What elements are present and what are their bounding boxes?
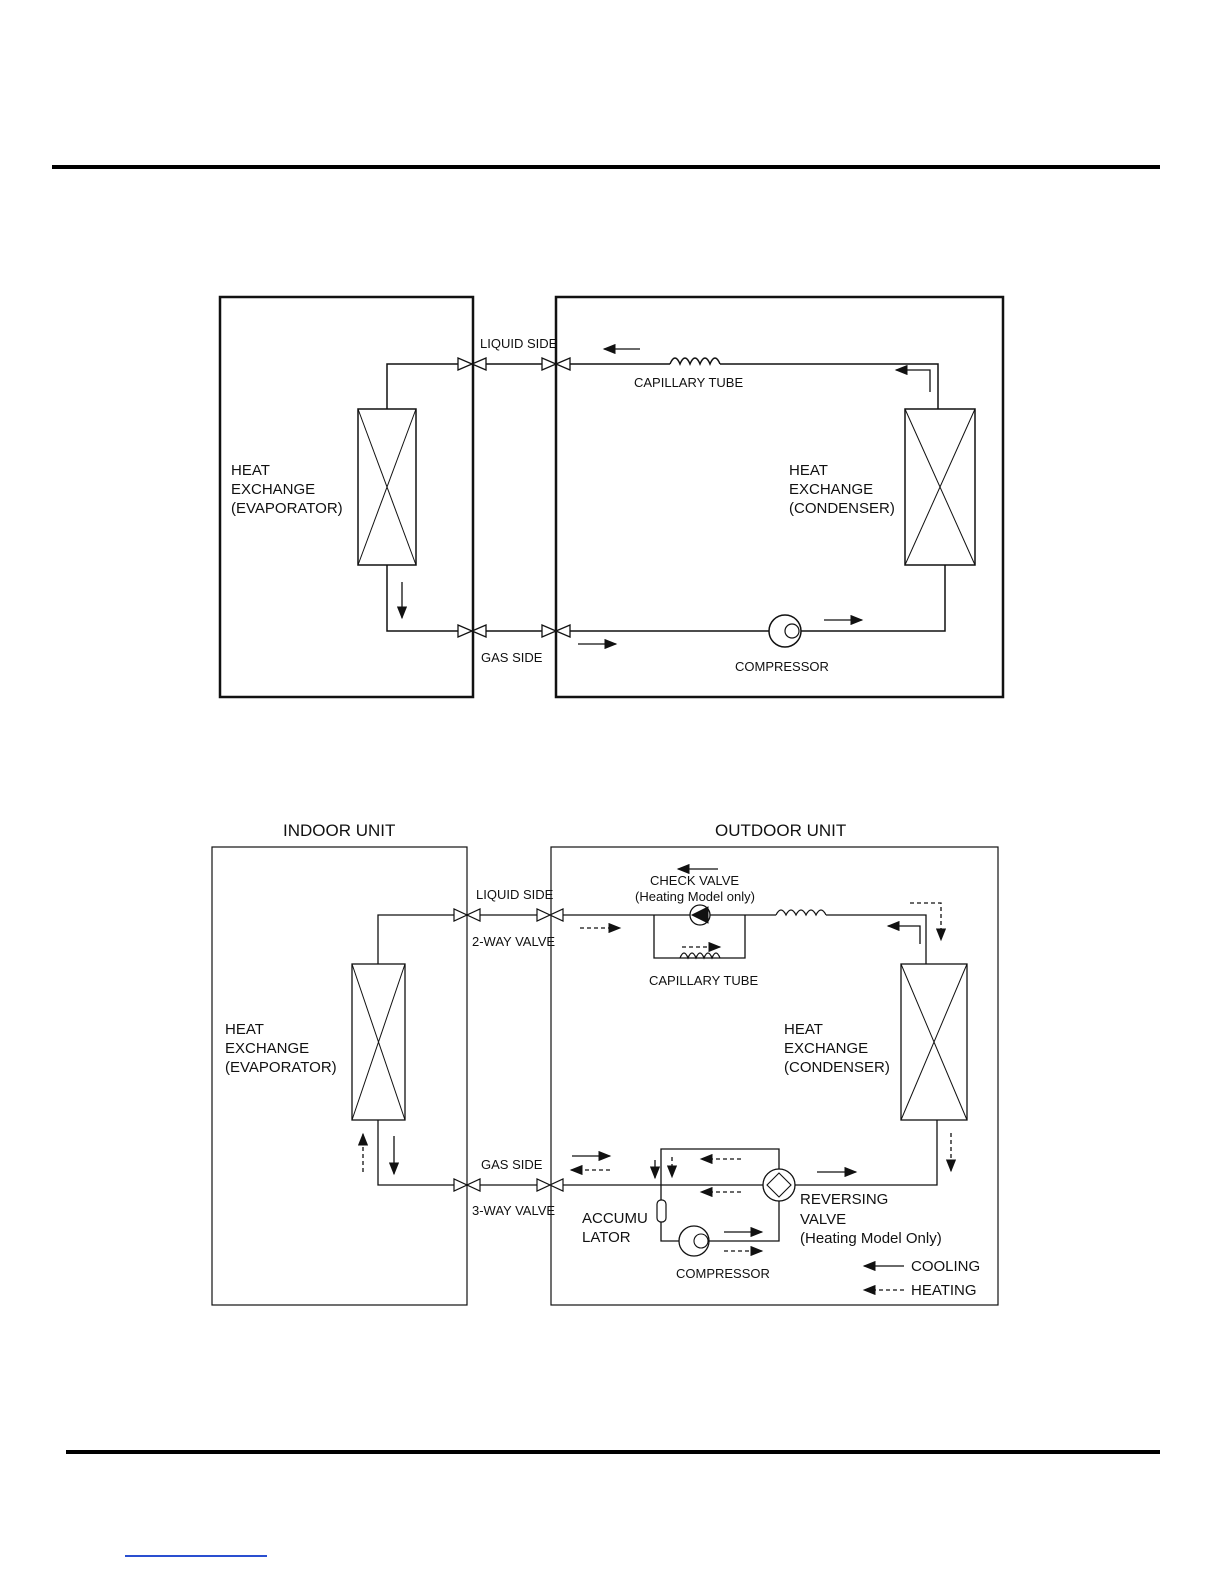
reversing-valve-label-1: REVERSING bbox=[800, 1191, 888, 1208]
condenser-coil bbox=[900, 963, 968, 1121]
condenser-coil bbox=[904, 408, 976, 566]
bottom-rule bbox=[66, 1450, 1160, 1454]
legend-heating-label: HEATING bbox=[911, 1282, 977, 1299]
condenser-label-3: (CONDENSER) bbox=[789, 500, 895, 517]
legend-cooling-label: COOLING bbox=[911, 1258, 980, 1275]
evaporator-label-3: (EVAPORATOR) bbox=[231, 500, 343, 517]
liquid-side-label: LIQUID SIDE bbox=[480, 336, 558, 351]
gas-side-label: GAS SIDE bbox=[481, 1157, 543, 1172]
evaporator-label-3: (EVAPORATOR) bbox=[225, 1059, 337, 1076]
reversing-valve-label-3: (Heating Model Only) bbox=[800, 1230, 942, 1247]
cooling-arrow bbox=[886, 920, 921, 944]
gas-side-label: GAS SIDE bbox=[481, 650, 543, 665]
flow-arrow bbox=[894, 364, 931, 392]
compressor-symbol bbox=[768, 614, 802, 648]
indoor-unit-box bbox=[211, 846, 468, 1306]
outdoor-unit-title: OUTDOOR UNIT bbox=[715, 821, 846, 840]
compressor-symbol bbox=[678, 1225, 710, 1257]
indoor-unit-box bbox=[218, 295, 475, 699]
condenser-label-3: (CONDENSER) bbox=[784, 1059, 890, 1076]
evaporator-label-2: EXCHANGE bbox=[231, 481, 315, 498]
evaporator-label-1: HEAT bbox=[225, 1021, 264, 1038]
heating-arrow bbox=[910, 902, 947, 942]
accumulator-label-1: ACCUMU bbox=[582, 1210, 648, 1227]
capillary-tube-label: CAPILLARY TUBE bbox=[634, 375, 743, 390]
accumulator-label-2: LATOR bbox=[582, 1229, 631, 1246]
condenser-label-2: EXCHANGE bbox=[784, 1040, 868, 1057]
liquid-side-label: LIQUID SIDE bbox=[476, 887, 554, 902]
check-valve-note: (Heating Model only) bbox=[635, 889, 755, 904]
indoor-unit-title: INDOOR UNIT bbox=[283, 821, 395, 840]
condenser-label-2: EXCHANGE bbox=[789, 481, 873, 498]
capillary-tube-coil bbox=[679, 952, 721, 960]
diagram-cooling-only bbox=[218, 295, 1005, 699]
check-valve-label: CHECK VALVE bbox=[650, 873, 739, 888]
footer-link[interactable] bbox=[125, 1555, 267, 1557]
evaporator-label-2: EXCHANGE bbox=[225, 1040, 309, 1057]
compressor-label: COMPRESSOR bbox=[735, 659, 829, 674]
accumulator-symbol bbox=[656, 1199, 667, 1223]
evaporator-coil bbox=[357, 408, 417, 566]
two-way-valve-label: 2-WAY VALVE bbox=[472, 934, 555, 949]
compressor-label: COMPRESSOR bbox=[676, 1266, 770, 1281]
top-rule bbox=[52, 165, 1160, 169]
reversing-valve-symbol bbox=[762, 1168, 796, 1202]
check-valve-symbol bbox=[689, 904, 711, 926]
diagram-heat-pump bbox=[211, 846, 999, 1306]
evaporator-coil bbox=[351, 963, 406, 1121]
capillary-tube-coil bbox=[775, 909, 827, 917]
reversing-valve-label-2: VALVE bbox=[800, 1211, 846, 1228]
outdoor-unit-box bbox=[550, 846, 999, 1306]
capillary-tube-label: CAPILLARY TUBE bbox=[649, 973, 758, 988]
condenser-label-1: HEAT bbox=[789, 462, 828, 479]
three-way-valve-label: 3-WAY VALVE bbox=[472, 1203, 555, 1218]
outdoor-unit-box bbox=[554, 295, 1005, 699]
evaporator-label-1: HEAT bbox=[231, 462, 270, 479]
capillary-tube-coil bbox=[669, 357, 721, 366]
condenser-label-1: HEAT bbox=[784, 1021, 823, 1038]
